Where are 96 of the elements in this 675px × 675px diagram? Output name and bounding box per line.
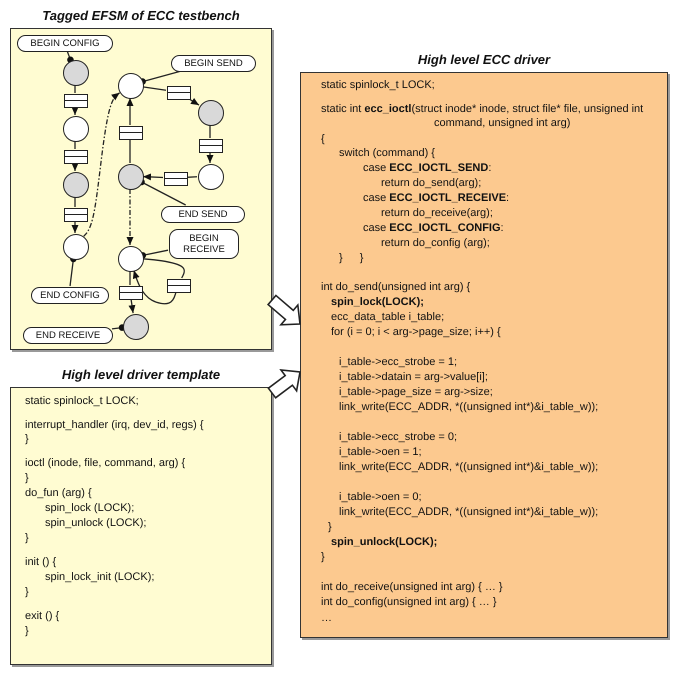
code-line: init () {: [25, 555, 56, 569]
state-circle: [63, 234, 89, 260]
arrow: [72, 163, 78, 171]
code-line: …: [321, 611, 332, 625]
state-circle: [63, 172, 89, 198]
code-line: static int ecc_ioctl(struct inode* inode, struct file* file, unsigned int command, unsigned int arg): [321, 102, 644, 130]
transition-bar: [119, 286, 143, 300]
code-line: exit () {: [25, 609, 60, 623]
block-arrow: [266, 294, 301, 326]
panel-heading: Tagged EFSM of ECC testbench: [42, 8, 240, 23]
transition-bar: [64, 150, 88, 164]
code-line: i_table->oen = 1;: [339, 445, 422, 459]
code-line: i_table->ecc_strobe = 0;: [339, 430, 458, 444]
state-circle: [118, 246, 144, 272]
transition-bar: [167, 86, 191, 100]
arrow: [126, 189, 134, 245]
connector-line: [209, 125, 211, 138]
state-circle: [198, 164, 224, 190]
tag-label: END RECEIVE: [23, 327, 113, 344]
tag-label: END SEND: [161, 206, 245, 223]
code-line: int do_send(unsigned int arg) {: [321, 280, 470, 294]
code-line: int do_config(unsigned int arg) { … }: [321, 595, 497, 609]
transition-bar: [64, 94, 88, 108]
arrow: [206, 152, 214, 163]
code-line: i_table->oen = 0;: [339, 490, 422, 504]
tag-label: END CONFIG: [31, 287, 109, 304]
code-line: return do_config (arg);: [381, 236, 490, 250]
code-line: }: [25, 471, 29, 485]
code-line: }: [25, 585, 29, 599]
state-circle: [198, 100, 224, 126]
code-line: int do_receive(unsigned int arg) { … }: [321, 580, 503, 594]
arrow: [132, 270, 177, 304]
transition-bar: [119, 126, 143, 140]
code-line: link_write(ECC_ADDR, *((unsigned int*)&i_table_w));: [339, 505, 598, 519]
code-line: spin_unlock (LOCK);: [45, 516, 146, 530]
code-line: spin_lock_init (LOCK);: [45, 570, 154, 584]
code-line: ecc_data_table i_table;: [331, 310, 444, 324]
panel-heading: High level ECC driver: [418, 52, 550, 67]
arrow: [83, 92, 120, 237]
code-line: ioctl (inode, file, command, arg) {: [25, 456, 186, 470]
code-line: switch (command) {: [339, 146, 435, 160]
code-line: case ECC_IOCTL_SEND:: [363, 161, 492, 175]
connector-line: [142, 86, 166, 91]
state-circle: [118, 164, 144, 190]
arrow: [72, 107, 78, 115]
code-line: }: [321, 550, 325, 564]
code-line: link_write(ECC_ADDR, *((unsigned int*)&i_table_w));: [339, 460, 598, 474]
code-line: interrupt_handler (irq, dev_id, regs) {: [25, 418, 204, 432]
state-circle: [123, 314, 149, 340]
connector-line: [74, 197, 76, 207]
leader-line: [112, 324, 126, 331]
code-line: }: [328, 520, 332, 534]
tag-label: BEGIN RECEIVE: [169, 229, 239, 259]
code-line: i_table->datain = arg->value[i];: [339, 370, 488, 384]
code-line: {: [321, 132, 325, 146]
connector-line: [186, 176, 198, 178]
code-line: case ECC_IOCTL_RECEIVE:: [363, 191, 510, 205]
code-line: do_fun (arg) {: [25, 486, 92, 500]
state-circle: [63, 116, 89, 142]
code-line: spin_lock (LOCK);: [45, 501, 134, 515]
code-line: } }: [339, 251, 364, 265]
code-line: spin_lock(LOCK);: [331, 295, 424, 309]
transition-bar: [164, 172, 188, 186]
code-line: case ECC_IOCTL_CONFIG:: [363, 221, 504, 235]
code-line: }: [25, 624, 29, 638]
arrow: [142, 173, 164, 180]
connector-line: [142, 258, 185, 278]
arrow: [126, 98, 134, 125]
connector-line: [74, 141, 76, 149]
code-line: return do_receive(arg);: [381, 206, 493, 220]
connector-line: [129, 139, 131, 163]
code-line: for (i = 0; i < arg->page_size; i++) {: [331, 325, 501, 339]
code-line: i_table->ecc_strobe = 1;: [339, 355, 458, 369]
code-line: spin_unlock(LOCK);: [331, 535, 438, 549]
code-line: return do_send(arg);: [381, 176, 482, 190]
arrow: [188, 98, 200, 106]
code-line: static spinlock_t LOCK;: [25, 394, 139, 408]
code-line: }: [25, 432, 29, 446]
leader-line: [66, 50, 74, 64]
tag-label: BEGIN SEND: [171, 55, 256, 72]
state-circle: [118, 73, 144, 99]
code-line: i_table->page_size = arg->size;: [339, 385, 493, 399]
tag-label: BEGIN CONFIG: [17, 35, 113, 52]
code-line: static spinlock_t LOCK;: [321, 78, 435, 92]
transition-bar: [199, 139, 223, 153]
connector-line: [129, 271, 131, 285]
code-line: }: [25, 531, 29, 545]
connector-line: [74, 85, 76, 93]
panel-heading: High level driver template: [62, 367, 220, 382]
transition-bar: [64, 208, 88, 222]
state-circle: [63, 60, 89, 86]
code-line: link_write(ECC_ADDR, *((unsigned int*)&i_table_w));: [339, 400, 598, 414]
transition-bar: [167, 279, 191, 293]
arrow: [128, 298, 136, 314]
block-arrow: [267, 369, 301, 399]
arrow: [72, 221, 78, 233]
